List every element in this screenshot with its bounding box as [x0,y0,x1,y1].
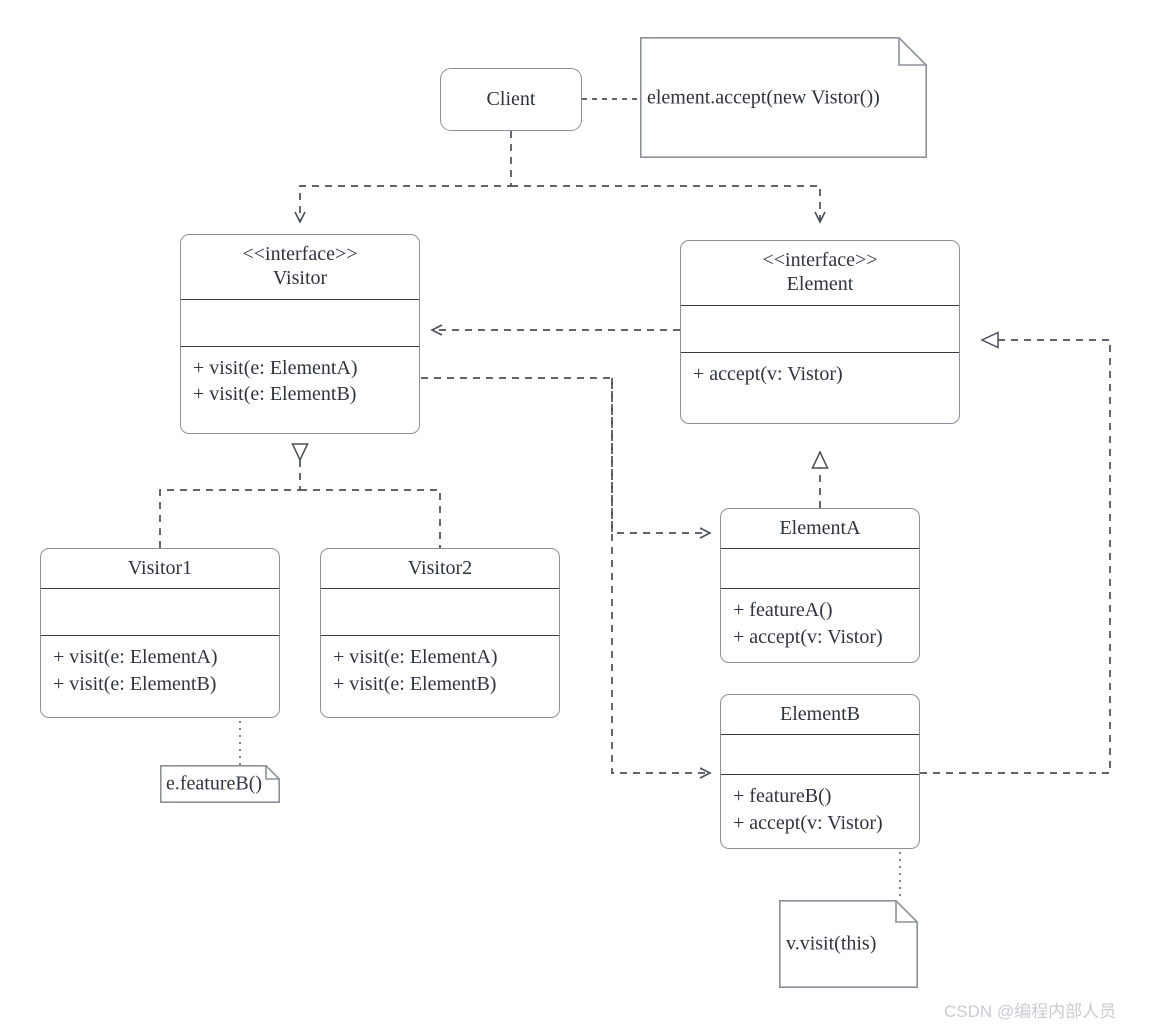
elementB-name: ElementB [780,703,860,725]
visitor1-operations: + visit(e: ElementA) + visit(e: ElementB… [41,635,279,706]
visitor-header: <<interface>> Visitor [181,235,419,299]
note-elementB-text: v.visit(this) [786,932,877,955]
visitor1-name: Visitor1 [127,557,193,579]
visitor-stereotype: <<interface>> [242,243,358,265]
elementA-attributes [721,548,919,588]
operation-row: + featureA() [733,599,833,622]
operation-row: + accept(v: Vistor) [733,625,883,648]
note-shape [160,765,280,803]
class-box-visitor2[interactable]: Visitor2 + visit(e: ElementA) + visit(e:… [320,548,560,718]
class-box-elementB[interactable]: ElementB + featureB() + accept(v: Vistor… [720,694,920,849]
csdn-watermark: CSDN @编程内部人员 [944,1002,1117,1021]
note-shape [640,37,927,158]
note-shape [779,900,918,988]
operation-row: + featureB() [733,785,832,808]
operation-row: + visit(e: ElementB) [53,672,217,695]
elementA-header: ElementA [721,509,919,548]
operation-row: + accept(v: Vistor) [693,362,843,385]
element-name: Element [786,273,854,296]
operation-row: + visit(e: ElementA) [193,356,358,379]
class-box-elementA[interactable]: ElementA + featureA() + accept(v: Vistor… [720,508,920,663]
visitor-attributes [181,298,419,346]
class-box-client[interactable]: Client [440,68,582,131]
visitor2-operations: + visit(e: ElementA) + visit(e: ElementB… [321,635,559,706]
elementA-name: ElementA [779,517,861,539]
operation-row: + visit(e: ElementB) [333,672,497,695]
operation-row: + visit(e: ElementA) [53,646,218,669]
link-visitor1-visitor [159,443,309,548]
class-box-visitor1[interactable]: Visitor1 + visit(e: ElementA) + visit(e:… [40,548,280,718]
visitor2-header: Visitor2 [321,549,559,588]
visitor1-header: Visitor1 [41,549,279,588]
link-visitor2-visitor [300,489,441,548]
element-operations: + accept(v: Vistor) [681,351,959,396]
client-label: Client [486,88,536,110]
element-header: <<interface>> Element [681,241,959,305]
link-client-visitor [294,131,512,224]
link-visitor-elementB [611,378,712,779]
visitor-name: Visitor [272,267,328,290]
visitor2-name: Visitor2 [407,557,473,579]
class-box-visitor[interactable]: <<interface>> Visitor + visit(e: Element… [180,234,420,434]
operation-row: + visit(e: ElementB) [193,383,357,406]
link-client-element [511,185,826,224]
link-visitor-elementA [421,377,712,539]
visitor1-attributes [41,588,279,635]
elementA-operations: + featureA() + accept(v: Vistor) [721,588,919,659]
class-box-element[interactable]: <<interface>> Element + accept(v: Vistor… [680,240,960,424]
note-visitor1-text: e.featureB() [166,772,263,795]
note-client[interactable]: element.accept(new Vistor()) [640,37,927,158]
note-client-text: element.accept(new Vistor()) [647,86,880,108]
visitor2-attributes [321,588,559,635]
element-stereotype: <<interface>> [762,249,878,271]
elementB-attributes [721,734,919,774]
note-elementB[interactable]: v.visit(this) [779,900,918,988]
elementB-operations: + featureB() + accept(v: Vistor) [721,774,919,845]
elementB-header: ElementB [721,695,919,734]
operation-row: + visit(e: ElementA) [333,646,498,669]
operation-row: + accept(v: Vistor) [733,811,883,834]
element-attributes [681,304,959,352]
visitor-operations: + visit(e: ElementA) + visit(e: ElementB… [181,345,419,417]
note-visitor1[interactable]: e.featureB() [160,765,280,803]
